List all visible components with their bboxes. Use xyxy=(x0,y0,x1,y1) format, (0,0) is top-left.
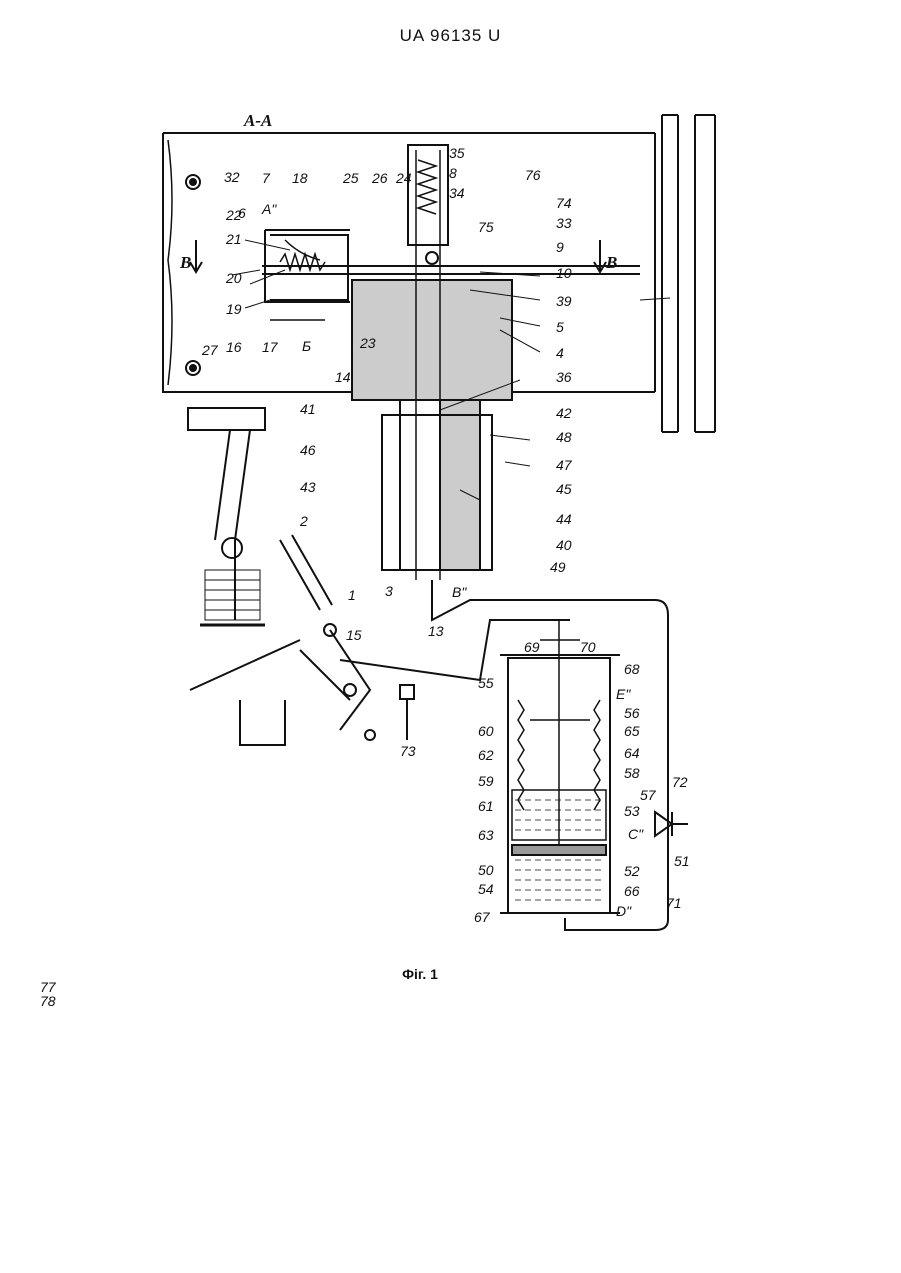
part-number-13: 13 xyxy=(428,623,444,639)
part-number-44: 44 xyxy=(556,511,572,527)
part-number-49: 49 xyxy=(550,559,566,575)
part-number-46: 46 xyxy=(300,442,316,458)
part-number-73: 73 xyxy=(400,743,416,759)
section-labels: А-А В В xyxy=(179,111,617,272)
part-number-43: 43 xyxy=(300,479,316,495)
part-number-55: 55 xyxy=(478,675,494,691)
part-number-63: 63 xyxy=(478,827,494,843)
zone-label: D" xyxy=(616,903,632,919)
part-number-2: 2 xyxy=(299,513,308,529)
part-number-62: 62 xyxy=(478,747,494,763)
part-number-76: 76 xyxy=(525,167,541,183)
part-number-45: 45 xyxy=(556,481,572,497)
part-number-8: 8 xyxy=(449,165,457,181)
part-number-18: 18 xyxy=(292,170,308,186)
part-number-27: 27 xyxy=(201,342,219,358)
part-number-68: 68 xyxy=(624,661,640,677)
part-number-71: 71 xyxy=(666,895,682,911)
part-number-14: 14 xyxy=(335,369,351,385)
part-number-17: 17 xyxy=(262,339,279,355)
part-number-40: 40 xyxy=(556,537,572,553)
part-number-7: 7 xyxy=(262,170,271,186)
part-number-57: 57 xyxy=(640,787,657,803)
part-number-25: 25 xyxy=(342,170,359,186)
part-number-35: 35 xyxy=(449,145,465,161)
part-number-72: 72 xyxy=(672,774,688,790)
part-number-65: 65 xyxy=(624,723,640,739)
part-number-34: 34 xyxy=(449,185,465,201)
part-number-53: 53 xyxy=(624,803,640,819)
part-number-36: 36 xyxy=(556,369,572,385)
part-number-56: 56 xyxy=(624,705,640,721)
part-number-1: 1 xyxy=(348,587,356,603)
part-number-69: 69 xyxy=(524,639,540,655)
zone-label: А" xyxy=(261,201,277,217)
part-number-64: 64 xyxy=(624,745,640,761)
part-number-60: 60 xyxy=(478,723,494,739)
part-number-42: 42 xyxy=(556,405,572,421)
figure-caption: Фіг. 1 xyxy=(0,966,840,982)
part-number-50: 50 xyxy=(478,862,494,878)
part-number-74: 74 xyxy=(556,195,572,211)
section-label-b-left: В xyxy=(179,253,191,272)
part-number-9: 9 xyxy=(556,239,564,255)
part-number-4: 4 xyxy=(556,345,564,361)
zone-label: С" xyxy=(628,826,644,842)
part-number-61: 61 xyxy=(478,798,494,814)
part-number-22: 22 xyxy=(225,207,242,223)
part-number-67: 67 xyxy=(474,909,491,925)
part-number-54: 54 xyxy=(478,881,494,897)
part-number-15: 15 xyxy=(346,627,362,643)
zone-label: В" xyxy=(452,584,467,600)
part-number-33: 33 xyxy=(556,215,572,231)
part-number-5: 5 xyxy=(556,319,564,335)
part-number-41: 41 xyxy=(300,401,316,417)
part-number-47: 47 xyxy=(556,457,573,473)
part-number-20: 20 xyxy=(225,270,242,286)
part-number-24: 24 xyxy=(395,170,412,186)
part-number-66: 66 xyxy=(624,883,640,899)
part-number-48: 48 xyxy=(556,429,572,445)
part-number-32: 32 xyxy=(224,169,240,185)
part-number-52: 52 xyxy=(624,863,640,879)
zone-label: Е" xyxy=(616,686,631,702)
section-label-b-right: В xyxy=(605,253,617,272)
part-number-58: 58 xyxy=(624,765,640,781)
part-number-21: 21 xyxy=(225,231,242,247)
part-number-75: 75 xyxy=(478,219,494,235)
part-number-10: 10 xyxy=(556,265,572,281)
part-number-26: 26 xyxy=(371,170,388,186)
zone-label: Б xyxy=(302,338,311,354)
part-number-59: 59 xyxy=(478,773,494,789)
part-number-16: 16 xyxy=(226,339,242,355)
part-number-39: 39 xyxy=(556,293,572,309)
section-label-aa: А-А xyxy=(243,111,272,130)
part-number-78: 78 xyxy=(40,993,56,1009)
part-number-19: 19 xyxy=(226,301,242,317)
part-number-3: 3 xyxy=(385,583,393,599)
part-number-51: 51 xyxy=(674,853,690,869)
part-number-70: 70 xyxy=(580,639,596,655)
part-number-23: 23 xyxy=(359,335,376,351)
